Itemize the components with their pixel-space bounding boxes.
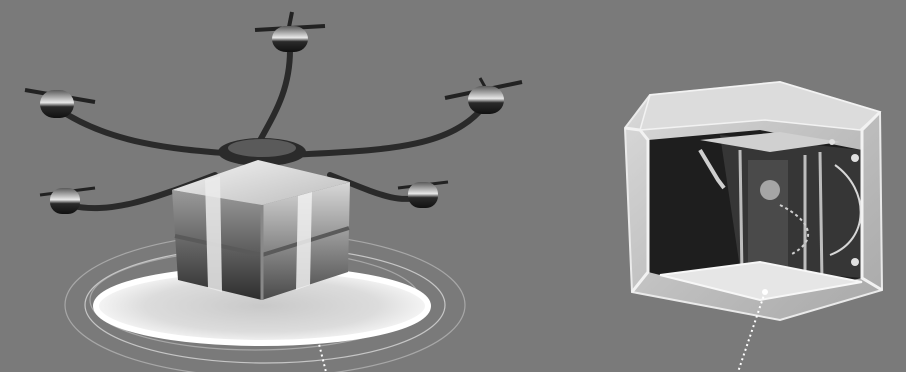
rotor-right	[445, 78, 522, 114]
rotor-top	[255, 12, 325, 52]
gift-box	[172, 160, 350, 300]
pad-pointer-line	[318, 340, 326, 372]
drone-group	[25, 12, 522, 372]
rotor-lower-right	[398, 182, 448, 208]
printer-group	[625, 82, 882, 372]
rotor-left	[25, 90, 95, 118]
